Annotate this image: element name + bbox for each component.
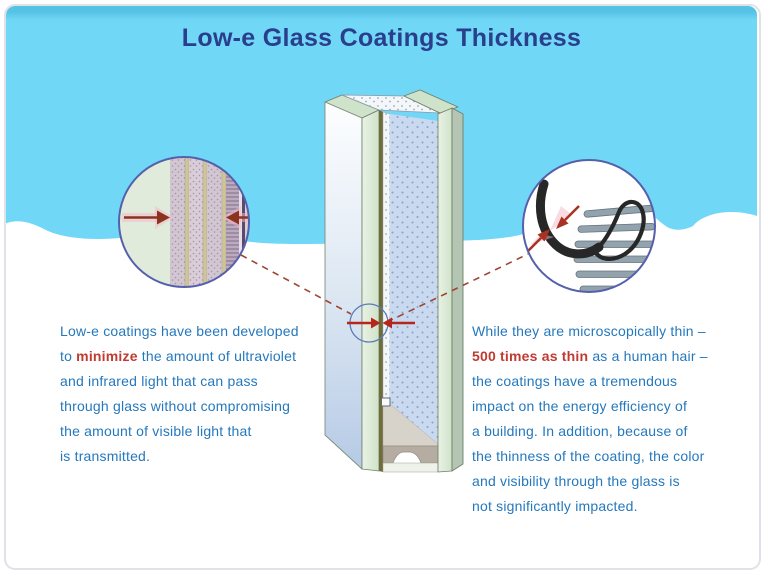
glass-unit — [324, 89, 464, 473]
dashed-connector-right — [386, 253, 529, 323]
text-line: While they are microscopically thin – — [472, 323, 706, 339]
left-magnifier-border — [118, 156, 250, 288]
right-paragraph: While they are microscopically thin – 500… — [472, 319, 708, 519]
coating-arrows — [122, 206, 249, 229]
glass-thickness-indicator — [347, 303, 415, 343]
left-magnifier-circle — [118, 156, 250, 288]
left-pane-edge — [361, 109, 380, 472]
right-pane-side — [451, 107, 464, 472]
coating-layers — [119, 157, 249, 287]
low-e-coating-line — [379, 110, 383, 472]
left-pane-face — [324, 101, 363, 470]
dark-coating-layer — [242, 157, 245, 287]
human-hair — [535, 179, 646, 261]
text-line: impact on the energy efficiency of — [472, 398, 688, 414]
spacer-profile — [382, 445, 439, 464]
dashed-connector-left — [240, 254, 352, 315]
text-line: the coatings have a tremendous — [472, 373, 678, 389]
dashed-connectors — [240, 253, 529, 323]
right-pane-top — [403, 89, 459, 114]
text-line: through glass without compromising — [60, 398, 291, 414]
right-pane-edge — [437, 107, 453, 473]
text-line: and infrared light that can pass — [60, 373, 258, 389]
text-line: and visibility through the glass is — [472, 473, 680, 489]
text-line: 500 times as thin as a human hair – — [472, 348, 708, 364]
text-line: the amount of visible light that — [60, 423, 252, 439]
text-line: the thinness of the coating, the color — [472, 448, 705, 464]
spacer-end-cap — [381, 397, 391, 407]
text-line: a building. In addition, because of — [472, 423, 688, 439]
page-title: Low-e Glass Coatings Thickness — [181, 24, 582, 52]
text-line: not significantly impacted. — [472, 498, 638, 514]
text-line: to minimize the amount of ultraviolet — [60, 348, 297, 364]
right-magnifier-border — [522, 159, 656, 293]
right-magnifier-circle — [522, 159, 656, 293]
hair-thickness-arrows — [526, 205, 580, 253]
text-line: is transmitted. — [60, 448, 151, 464]
thickness-arrows — [347, 317, 415, 329]
text-line: Low-e coatings have been developed — [60, 323, 299, 339]
left-paragraph: Low-e coatings have been developed to min… — [60, 319, 299, 469]
